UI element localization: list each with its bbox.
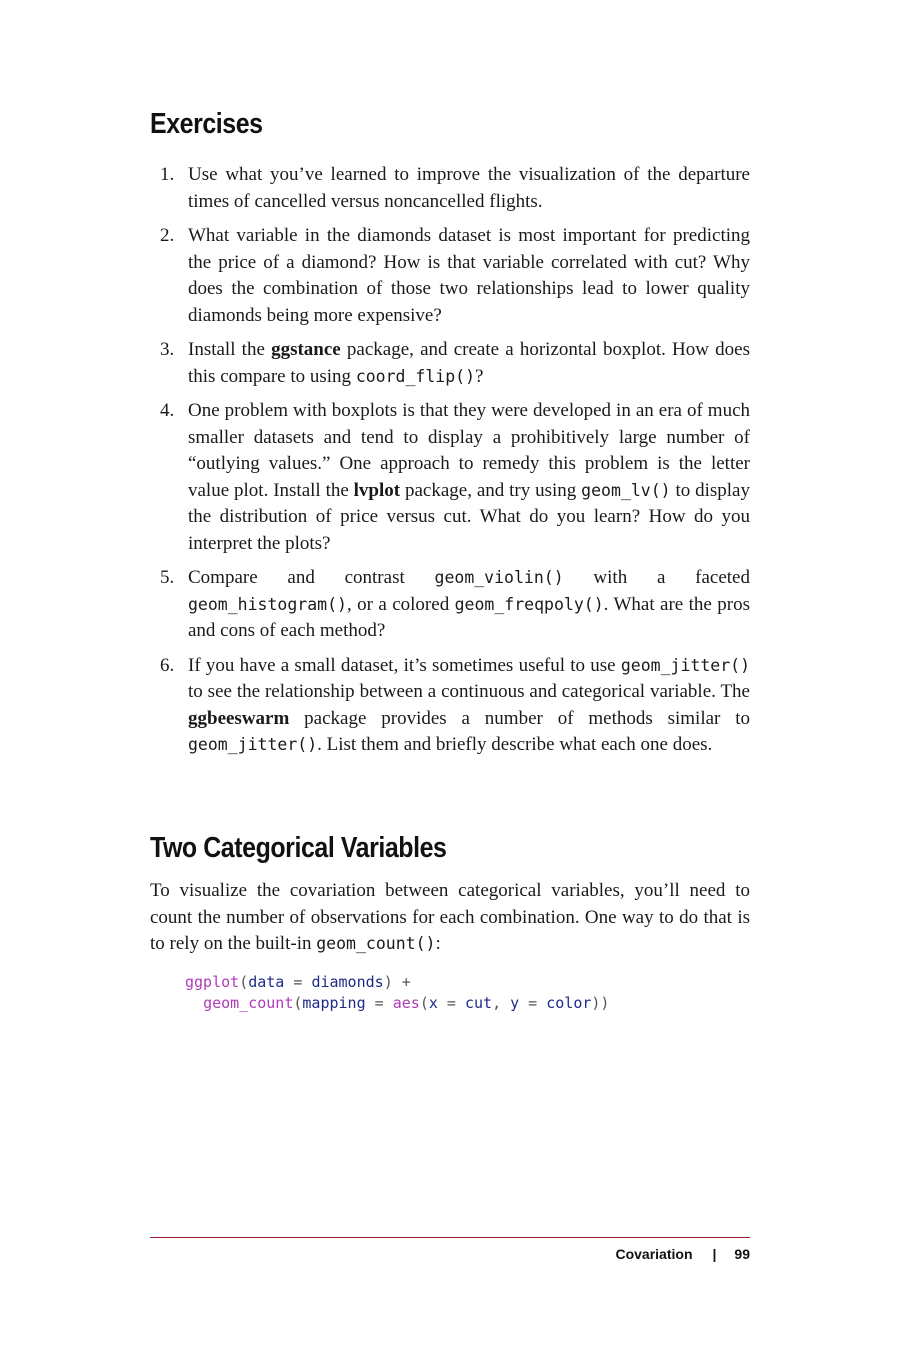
exercise-text: What variable in the diamonds dataset is… xyxy=(188,225,750,326)
package-name: ggbeeswarm xyxy=(188,707,290,729)
code-token: ( xyxy=(239,973,249,991)
exercise-text: Compare and contrast xyxy=(188,567,435,588)
exercise-number: 5. xyxy=(160,567,175,588)
inline-code: geom_lv() xyxy=(581,480,671,500)
code-token: = xyxy=(365,994,393,1012)
code-token: = xyxy=(437,994,465,1012)
footer-rule xyxy=(150,1237,750,1238)
package-name: ggstance xyxy=(271,339,341,360)
inline-code: geom_freqpoly() xyxy=(454,594,604,614)
code-token: = xyxy=(284,973,312,991)
exercise-number: 3. xyxy=(160,339,175,360)
exercise-text: Use what you’ve learned to improve the v… xyxy=(188,164,750,212)
code-token: data xyxy=(248,973,285,991)
exercise-text: ? xyxy=(475,365,484,387)
section-heading-exercises: Exercises xyxy=(150,108,263,140)
exercise-text: . What are the pros and cons of each met… xyxy=(188,593,750,642)
code-token: cut xyxy=(464,994,493,1012)
code-token: aes xyxy=(392,994,420,1012)
code-token: mapping xyxy=(302,994,366,1012)
code-token: ggplot xyxy=(185,973,240,991)
exercise-list: 1. Use what you’ve learned to improve the… xyxy=(150,162,750,767)
intro-paragraph: To visualize the covariation between cat… xyxy=(150,878,750,958)
page-footer: Covariation | 99 xyxy=(615,1246,750,1262)
code-line: geom_count(mapping = aes(x = cut, y = co… xyxy=(185,994,609,1012)
exercise-text: package, and try using xyxy=(400,479,582,501)
exercise-text: to display the distribution of price ver… xyxy=(188,479,750,554)
inline-code: geom_histogram() xyxy=(188,594,347,614)
footer-separator: | xyxy=(712,1246,717,1262)
code-token xyxy=(185,994,203,1012)
paragraph-text: To visualize the covariation between cat… xyxy=(150,880,750,954)
code-token: color xyxy=(546,994,592,1012)
exercise-text: , or a colored xyxy=(346,593,455,615)
code-token: y xyxy=(510,994,520,1012)
exercise-text: One problem with boxplots is that they w… xyxy=(188,400,750,501)
paragraph-end: : xyxy=(435,933,441,954)
exercise-text: . List them and briefly describe what ea… xyxy=(317,734,713,755)
inline-code: geom_jitter() xyxy=(188,735,318,754)
exercise-text: If you have a small dataset, it’s someti… xyxy=(188,654,621,676)
code-token: ( xyxy=(419,994,429,1012)
exercise-text: to see the relationship between a contin… xyxy=(188,681,750,702)
code-token: = xyxy=(519,994,547,1012)
code-token: ( xyxy=(293,994,303,1012)
code-line: ggplot(data = diamonds) + xyxy=(185,973,411,991)
exercise-number: 6. xyxy=(160,654,175,676)
exercise-text: with a faceted xyxy=(563,567,750,588)
exercise-number: 1. xyxy=(160,164,175,185)
inline-code: geom_jitter() xyxy=(620,655,750,675)
code-token: diamonds xyxy=(311,973,384,991)
code-block: ggplot(data = diamonds) + geom_count(map… xyxy=(185,972,609,1014)
code-token: geom_count xyxy=(203,994,294,1012)
code-token: , xyxy=(492,994,511,1012)
footer-chapter: Covariation xyxy=(615,1246,693,1262)
inline-code: geom_count() xyxy=(316,934,436,953)
exercise-item: 1. Use what you’ve learned to improve the… xyxy=(150,162,750,215)
code-token: ) + xyxy=(383,973,411,991)
section-heading-two-categorical-variables: Two Categorical Variables xyxy=(150,832,447,864)
exercise-item: 3. Install the ggstance package, and crea… xyxy=(150,337,750,390)
exercise-item: 4. One problem with boxplots is that they… xyxy=(150,398,750,557)
exercise-item: 5. Compare and contrast geom_violin() wit… xyxy=(150,565,750,645)
exercise-text: Install the xyxy=(188,339,272,360)
exercise-item: 6. If you have a small dataset, it’s some… xyxy=(150,653,750,759)
exercise-number: 2. xyxy=(160,225,175,246)
exercise-text: package provides a number of methods sim… xyxy=(289,707,750,729)
exercise-item: 2. What variable in the diamonds dataset … xyxy=(150,223,750,329)
code-token: x xyxy=(428,994,438,1012)
exercise-text: package, and create a horizontal boxplot… xyxy=(188,339,751,387)
code-token: )) xyxy=(591,994,610,1012)
inline-code: geom_violin() xyxy=(434,568,564,587)
page-number: 99 xyxy=(734,1246,750,1262)
package-name: lvplot xyxy=(353,479,401,501)
inline-code: coord_flip() xyxy=(355,366,476,386)
exercise-number: 4. xyxy=(160,400,175,421)
